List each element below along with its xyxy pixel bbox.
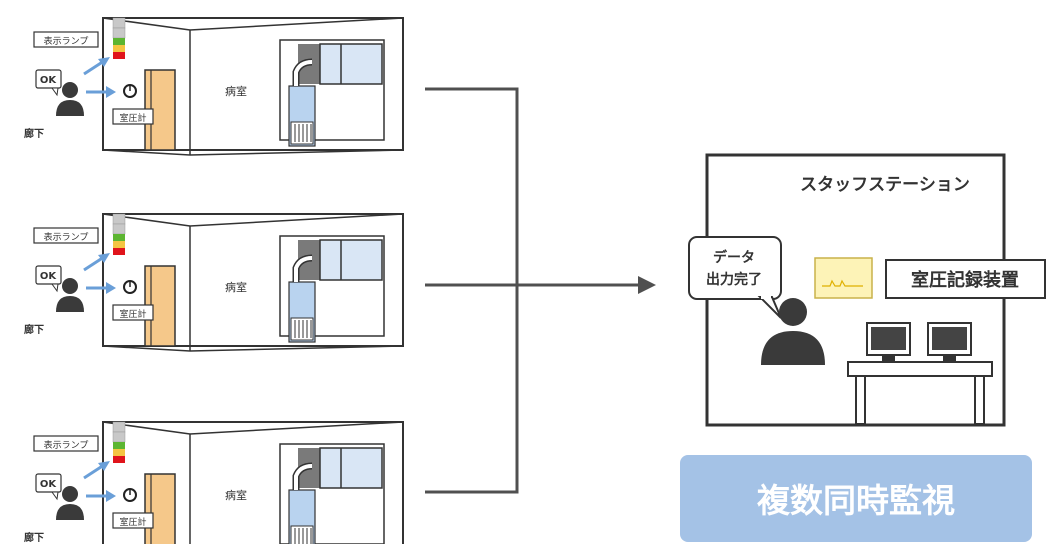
lamp-label: 表示ランプ xyxy=(44,231,89,243)
ok-label: OK xyxy=(40,271,58,282)
station-title: スタッフステーション xyxy=(800,175,970,195)
arrow-to-station-icon xyxy=(638,276,656,294)
room-texts-2: 表示ランプ OK 室圧計 病室 廊下 xyxy=(24,231,247,336)
corridor-label: 廊下 xyxy=(24,127,44,140)
monitor-icon xyxy=(927,322,972,362)
simultaneous-monitoring-badge: 複数同時監視 xyxy=(680,455,1032,542)
room-texts-1: 表示ランプ OK 室圧計 病室 廊下 xyxy=(24,35,247,140)
room-label: 病室 xyxy=(225,84,247,98)
bubble-line2: 出力完了 xyxy=(706,271,762,288)
room-unit-2 xyxy=(34,214,403,351)
badge-label: 複数同時監視 xyxy=(757,481,955,520)
room-texts-3: 表示ランプ OK 室圧計 病室 廊下 xyxy=(24,439,247,544)
recorder-chart-icon xyxy=(814,257,873,299)
room-label: 病室 xyxy=(225,488,247,502)
room-unit-3 xyxy=(34,422,403,544)
gauge-label: 室圧計 xyxy=(119,516,146,528)
lamp-label: 表示ランプ xyxy=(44,35,89,47)
desk-icon xyxy=(847,361,993,425)
staff-person-icon xyxy=(761,298,825,365)
room-label: 病室 xyxy=(225,280,247,294)
speech-bubble xyxy=(688,236,782,300)
staff-station: スタッフステーション データ 出力完了 室圧記録装置 xyxy=(688,153,1046,427)
ok-label: OK xyxy=(40,479,58,490)
corridor-label: 廊下 xyxy=(24,323,44,336)
lamp-label: 表示ランプ xyxy=(44,439,89,451)
connector-lines xyxy=(425,87,640,494)
monitor-icon xyxy=(866,322,911,362)
corridor-label: 廊下 xyxy=(24,531,44,544)
gauge-label: 室圧計 xyxy=(119,112,146,124)
room-unit-1 xyxy=(34,18,403,155)
gauge-label: 室圧計 xyxy=(119,308,146,320)
recorder-label: 室圧記録装置 xyxy=(911,269,1019,291)
bubble-line1: データ xyxy=(713,249,755,266)
ok-label: OK xyxy=(40,75,58,86)
